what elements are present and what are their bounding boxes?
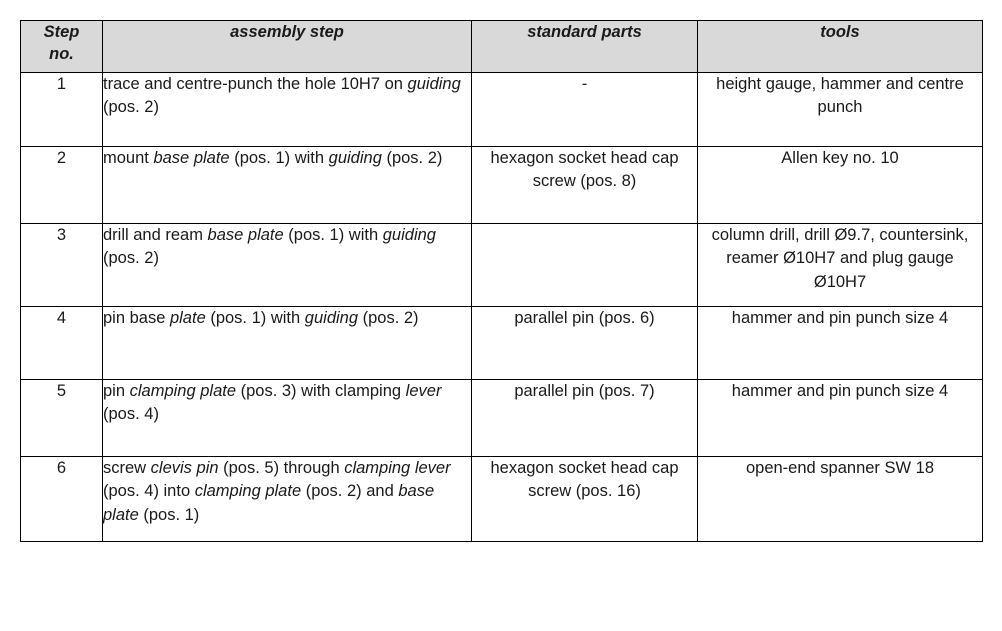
cell-step-no: 4 [20, 306, 103, 380]
cell-tools: hammer and pin punch size 4 [697, 379, 983, 457]
cell-assembly-step: drill and ream base plate (pos. 1) with … [102, 223, 472, 307]
cell-assembly-step: mount base plate (pos. 1) with guiding (… [102, 146, 472, 224]
cell-step-no: 6 [20, 456, 103, 542]
column-header-assembly-step: assembly step [102, 20, 472, 73]
cell-standard-parts: - [471, 72, 698, 147]
cell-tools: column drill, drill Ø9.7, countersink, r… [697, 223, 983, 307]
cell-step-no: 2 [20, 146, 103, 224]
column-header-standard-parts: standard parts [471, 20, 698, 73]
cell-step-no: 1 [20, 72, 103, 147]
cell-assembly-step: trace and centre-punch the hole 10H7 on … [102, 72, 472, 147]
cell-standard-parts: hexagon socket head cap screw (pos. 16) [471, 456, 698, 542]
assembly-steps-table: Step no. assembly step standard parts to… [20, 20, 983, 542]
cell-standard-parts: parallel pin (pos. 6) [471, 306, 698, 380]
cell-tools: hammer and pin punch size 4 [697, 306, 983, 380]
table-row: 3 drill and ream base plate (pos. 1) wit… [20, 223, 983, 307]
column-header-step-no-line1: Step [43, 23, 80, 41]
cell-tools: height gauge, hammer and centre punch [697, 72, 983, 147]
table-header: Step no. assembly step standard parts to… [20, 20, 983, 73]
cell-assembly-step: screw clevis pin (pos. 5) through clampi… [102, 456, 472, 542]
cell-step-no: 3 [20, 223, 103, 307]
table-row: 1 trace and centre-punch the hole 10H7 o… [20, 72, 983, 147]
cell-assembly-step: pin base plate (pos. 1) with guiding (po… [102, 306, 472, 380]
table-body: 1 trace and centre-punch the hole 10H7 o… [20, 72, 983, 542]
column-header-step-no-line2: no. [49, 45, 74, 64]
cell-standard-parts: hexagon socket head cap screw (pos. 8) [471, 146, 698, 224]
table-row: 4 pin base plate (pos. 1) with guiding (… [20, 306, 983, 380]
cell-standard-parts [471, 223, 698, 307]
cell-tools: Allen key no. 10 [697, 146, 983, 224]
table-row: 2 mount base plate (pos. 1) with guiding… [20, 146, 983, 224]
column-header-tools: tools [697, 20, 983, 73]
cell-step-no: 5 [20, 379, 103, 457]
cell-tools: open-end spanner SW 18 [697, 456, 983, 542]
table-row: 6 screw clevis pin (pos. 5) through clam… [20, 456, 983, 542]
column-header-step-no: Step no. [20, 20, 103, 73]
cell-assembly-step: pin clamping plate (pos. 3) with clampin… [102, 379, 472, 457]
table-row: 5 pin clamping plate (pos. 3) with clamp… [20, 379, 983, 457]
cell-standard-parts: parallel pin (pos. 7) [471, 379, 698, 457]
table-header-row: Step no. assembly step standard parts to… [20, 20, 983, 73]
